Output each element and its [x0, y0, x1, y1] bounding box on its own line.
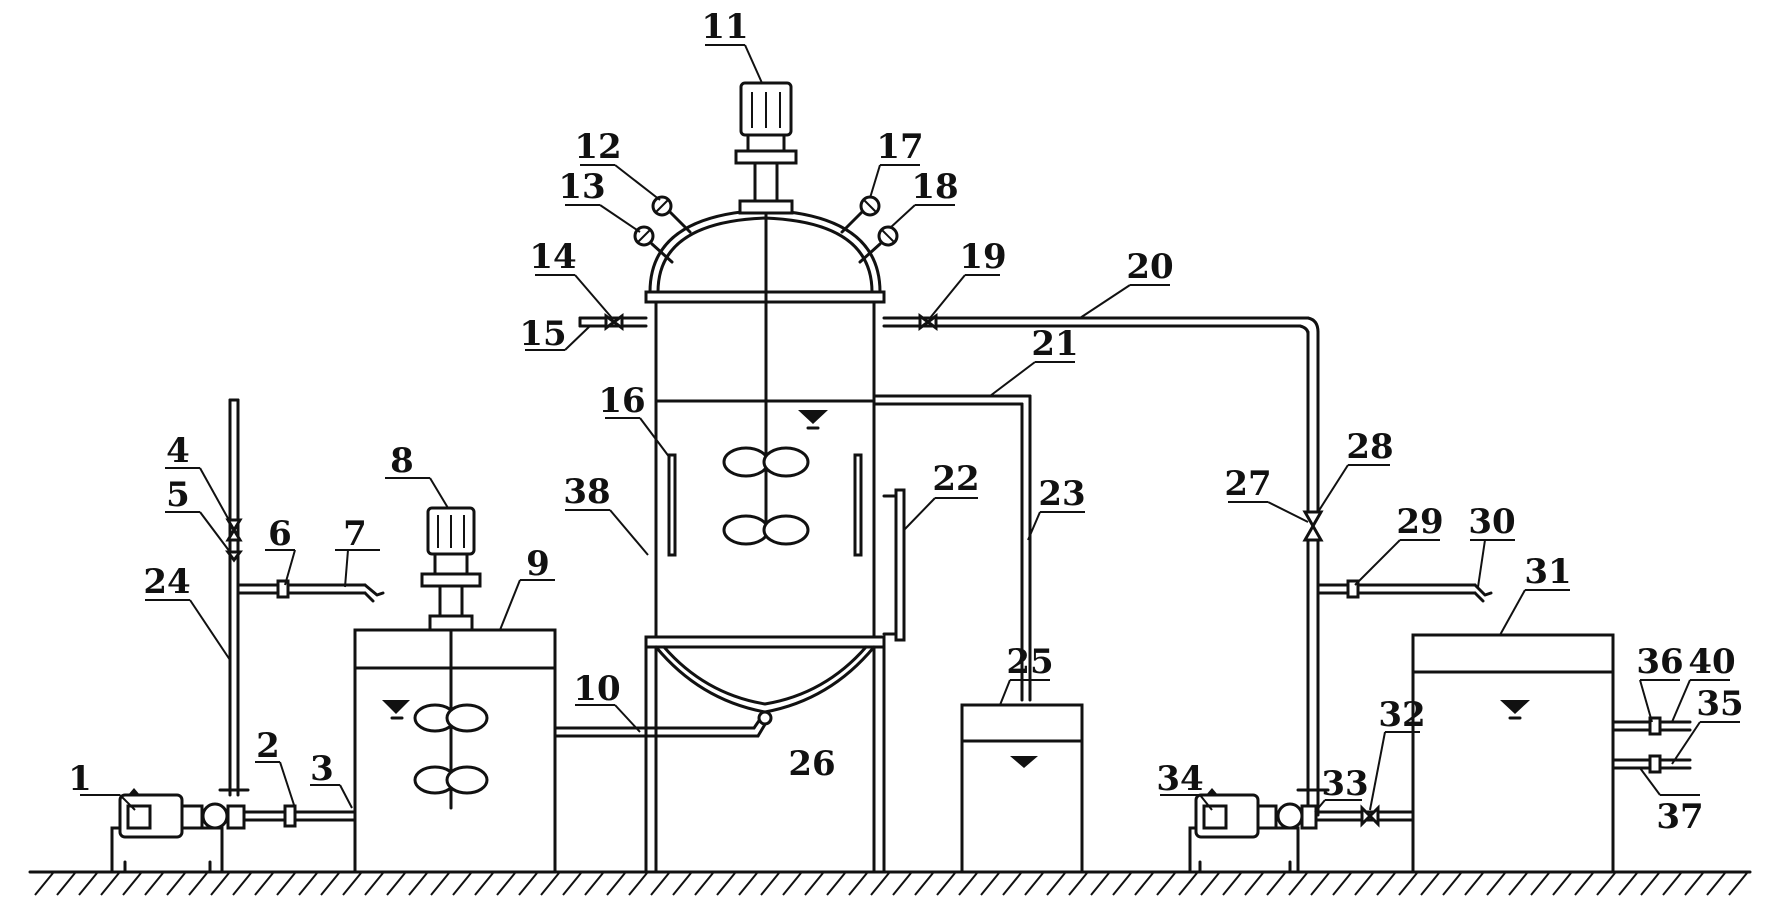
- label-38: 38: [563, 472, 610, 512]
- label-9: 9: [526, 544, 550, 584]
- label-15: 15: [519, 314, 566, 354]
- label-3: 3: [310, 749, 334, 789]
- pipe-21-23: [872, 394, 1032, 702]
- pipe-pump1-to-tank9: [242, 804, 357, 828]
- label-18: 18: [911, 167, 958, 207]
- label-16: 16: [598, 381, 645, 421]
- label-26: 26: [788, 744, 835, 784]
- ground: [28, 870, 1752, 896]
- tank-9: [353, 628, 557, 874]
- label-8: 8: [390, 441, 414, 481]
- label-36: 36: [1636, 642, 1683, 682]
- label-10: 10: [573, 669, 620, 709]
- label-35: 35: [1696, 684, 1743, 724]
- pump-34: [1188, 788, 1330, 874]
- label-21: 21: [1031, 324, 1078, 364]
- label-25: 25: [1006, 642, 1053, 682]
- pipe-24: [218, 398, 385, 797]
- labels: 1 2 3 4 5 6 7 8 9 10 11 12 13 14 15 16 1…: [68, 7, 1744, 837]
- label-13: 13: [558, 167, 605, 207]
- label-1: 1: [68, 759, 92, 799]
- pump-1: [110, 788, 246, 874]
- label-22: 22: [932, 459, 979, 499]
- pipe-10: [553, 710, 772, 738]
- label-14: 14: [529, 237, 576, 277]
- label-40: 40: [1688, 642, 1735, 682]
- label-7: 7: [343, 514, 367, 554]
- label-4: 4: [166, 431, 190, 471]
- agitator-11: [722, 81, 810, 546]
- label-2: 2: [256, 726, 280, 766]
- tank-31: [1411, 633, 1692, 874]
- label-34: 34: [1156, 759, 1203, 799]
- label-6: 6: [268, 514, 292, 554]
- label-12: 12: [574, 127, 621, 167]
- label-24: 24: [143, 562, 190, 602]
- label-19: 19: [959, 237, 1006, 277]
- label-20: 20: [1126, 247, 1173, 287]
- label-29: 29: [1396, 502, 1443, 542]
- leader-lines: [80, 44, 1740, 813]
- label-28: 28: [1346, 427, 1393, 467]
- label-33: 33: [1321, 764, 1368, 804]
- pipe-pump34-to-tank31: [1314, 804, 1415, 828]
- label-17: 17: [876, 127, 923, 167]
- label-32: 32: [1378, 695, 1425, 735]
- pipe-20: [882, 313, 1493, 817]
- label-31: 31: [1524, 552, 1571, 592]
- tank-25: [960, 703, 1084, 874]
- side-nozzle-14: [578, 313, 648, 331]
- top-nozzles: [633, 195, 899, 264]
- label-11: 11: [701, 7, 748, 47]
- label-30: 30: [1468, 502, 1515, 542]
- label-5: 5: [166, 475, 190, 515]
- label-23: 23: [1038, 474, 1085, 514]
- label-37: 37: [1656, 797, 1703, 837]
- label-27: 27: [1224, 464, 1271, 504]
- agitator-8: [413, 506, 489, 810]
